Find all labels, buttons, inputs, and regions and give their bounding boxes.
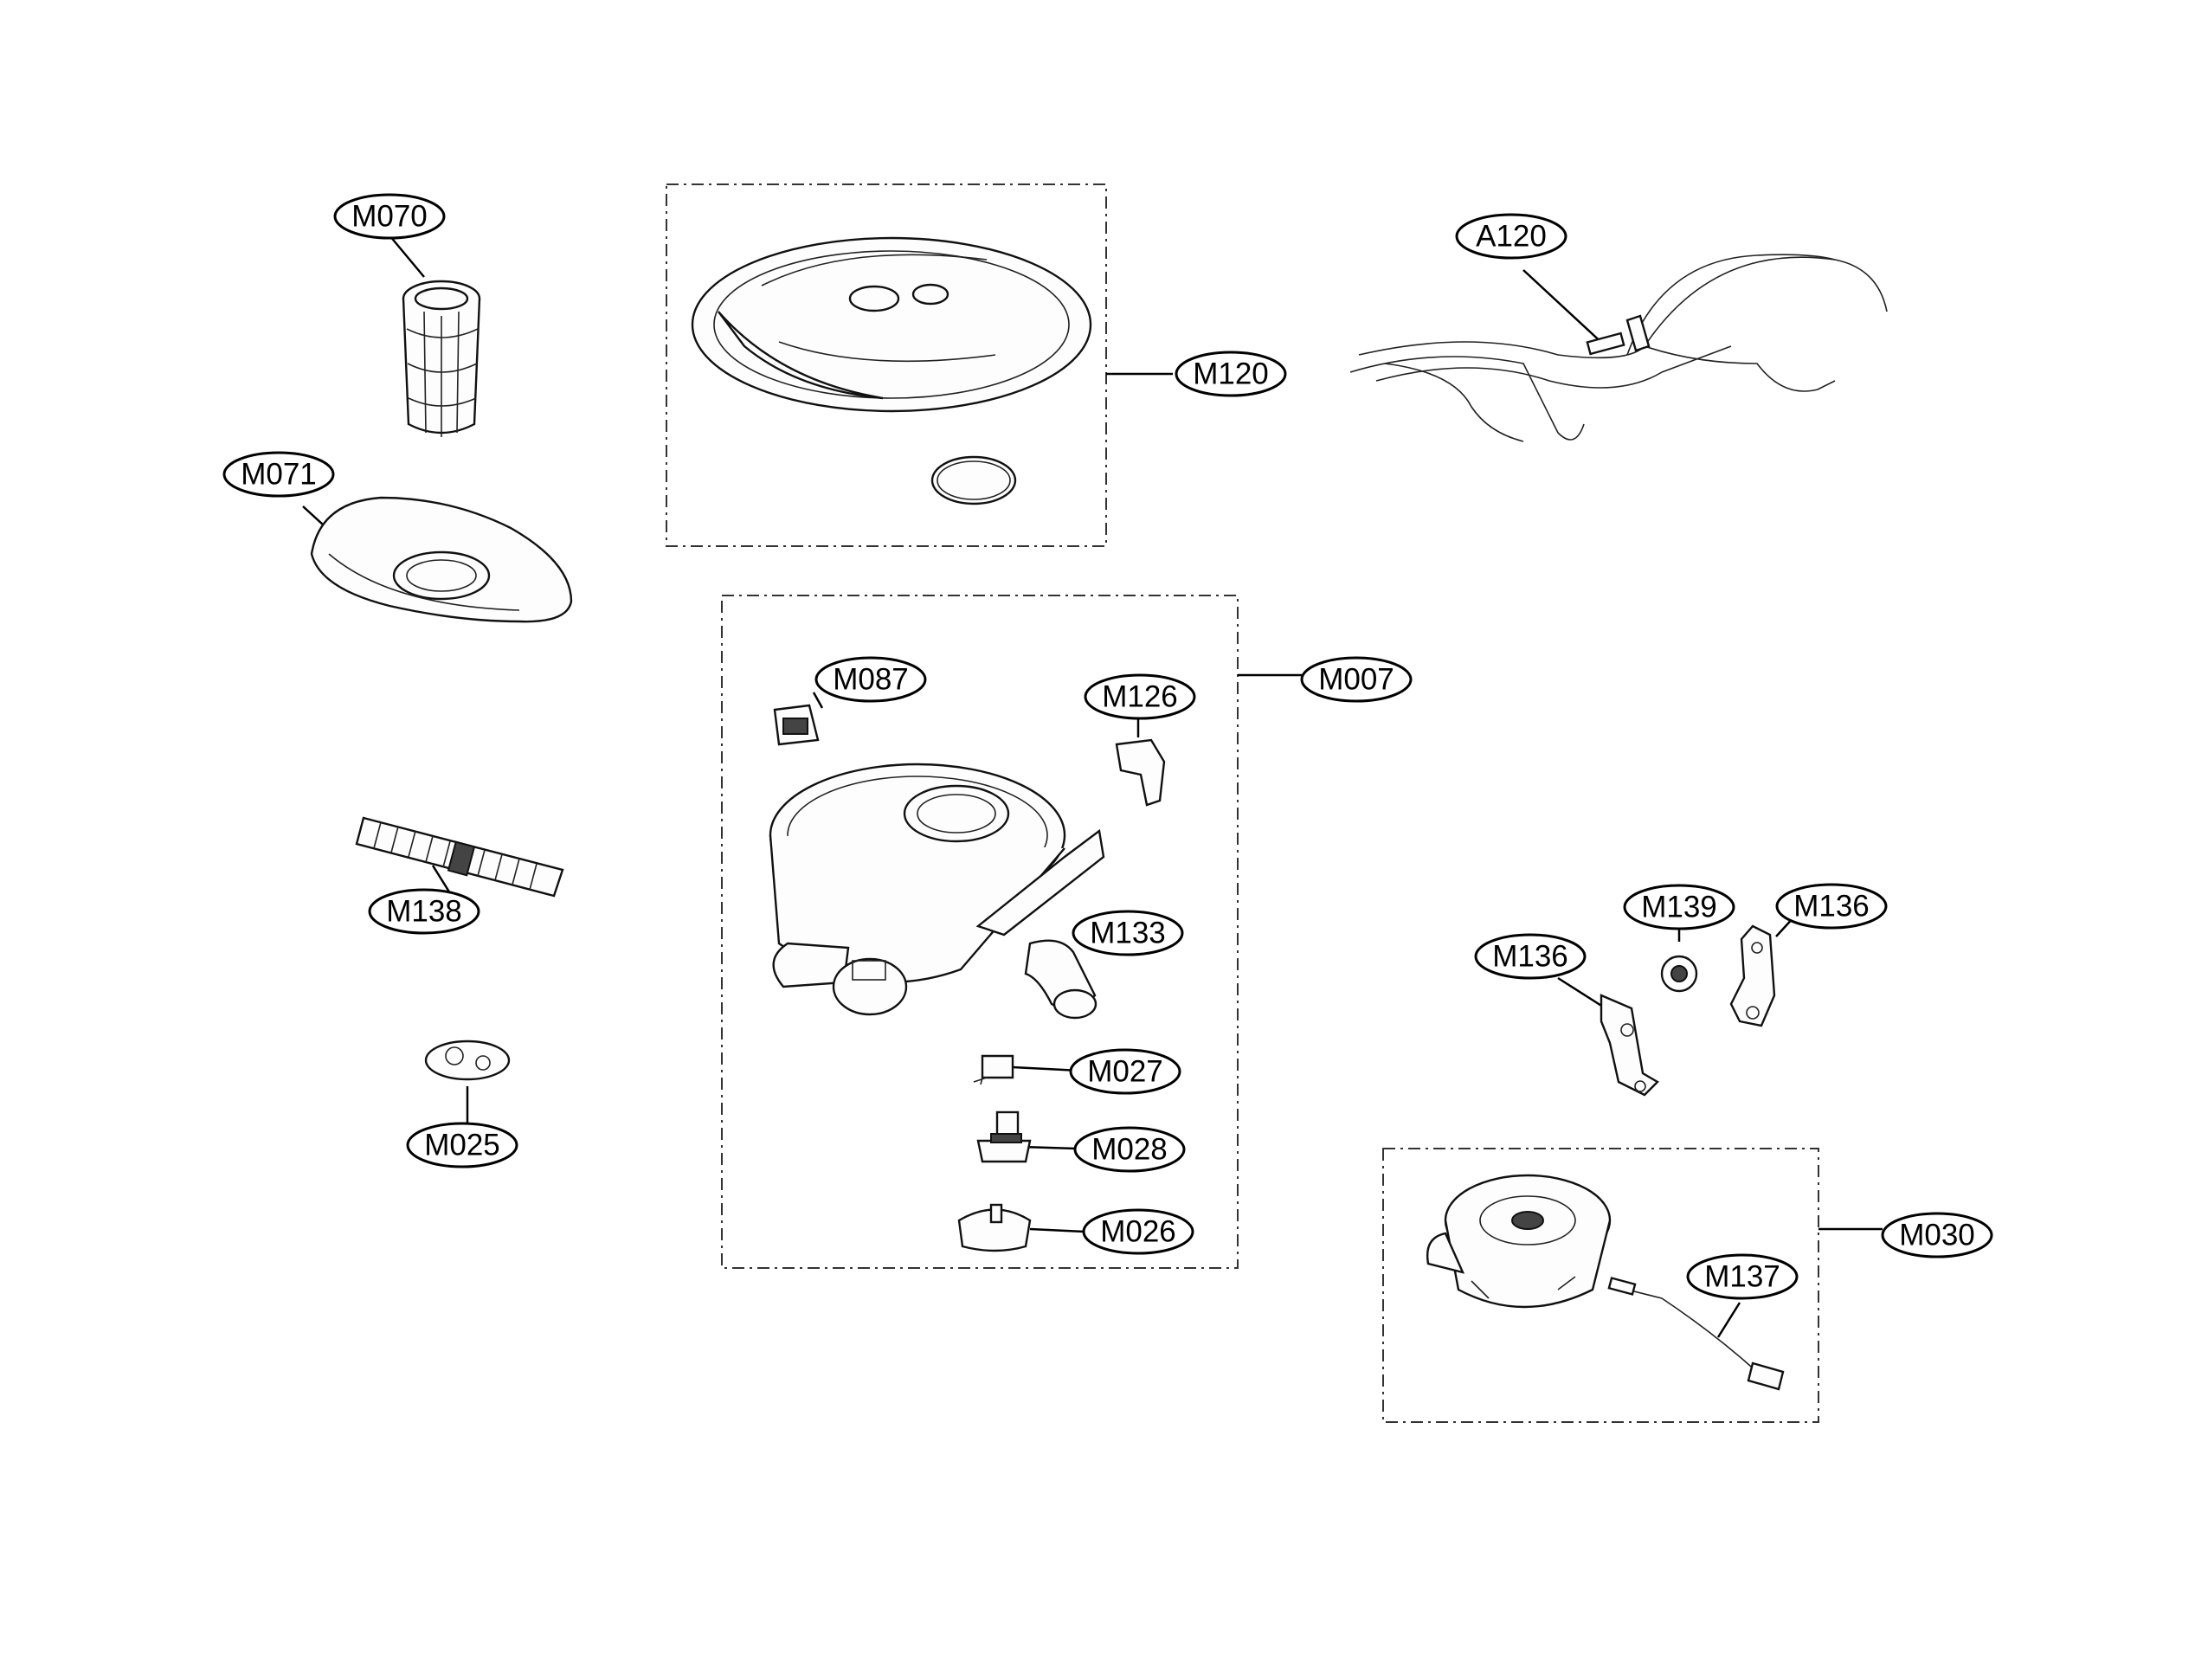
label-m136-left-text: M136 — [1492, 940, 1568, 974]
label-m139-text: M139 — [1641, 891, 1717, 924]
label-m133: M133 — [1072, 910, 1184, 956]
part-m007-sump — [769, 673, 1303, 1016]
label-m026-text: M026 — [1100, 1215, 1176, 1249]
label-m007-text: M007 — [1318, 663, 1394, 697]
part-m133-elbow — [1024, 937, 1104, 1020]
label-m139: M139 — [1623, 884, 1735, 930]
part-m027-connector — [973, 1054, 1081, 1085]
part-m028-valve — [976, 1110, 1077, 1163]
label-m070: M070 — [333, 193, 446, 240]
part-m070-drain-filter — [389, 235, 481, 437]
part-m136-bracket-right — [1729, 914, 1797, 1027]
label-m136-right: M136 — [1775, 883, 1888, 930]
part-m120-filter-plate — [691, 236, 1173, 505]
label-m007: M007 — [1300, 656, 1413, 703]
label-m138-text: M138 — [386, 895, 462, 929]
label-m133-text: M133 — [1090, 917, 1166, 950]
label-m030: M030 — [1881, 1212, 1993, 1258]
part-m136-bracket-left — [1557, 976, 1659, 1097]
label-m120: M120 — [1175, 351, 1287, 397]
label-m087: M087 — [814, 656, 927, 703]
label-m028: M028 — [1073, 1126, 1186, 1173]
label-m136-left: M136 — [1474, 933, 1587, 980]
label-m126-text: M126 — [1102, 680, 1178, 714]
label-m030-text: M030 — [1899, 1219, 1975, 1252]
part-m030-pump-motor — [1426, 1174, 1883, 1309]
part-m087-sensor — [773, 692, 824, 746]
part-m126-clip — [1115, 714, 1166, 807]
label-m026: M026 — [1082, 1208, 1194, 1255]
label-m027: M027 — [1069, 1048, 1181, 1095]
label-m071: M071 — [222, 451, 335, 498]
label-m070-text: M070 — [351, 200, 428, 234]
group-box-m030 — [1382, 1148, 1819, 1423]
part-m139-damper — [1660, 926, 1698, 993]
part-m025-cover — [424, 1040, 511, 1125]
part-m026-disk — [957, 1203, 1085, 1252]
label-a120: A120 — [1455, 213, 1567, 260]
label-m028-text: M028 — [1091, 1133, 1168, 1167]
label-m138: M138 — [368, 888, 480, 935]
group-box-m120 — [666, 183, 1107, 547]
label-m071-text: M071 — [241, 458, 317, 492]
label-m137: M137 — [1686, 1253, 1799, 1300]
label-a120-text: A120 — [1476, 220, 1547, 254]
part-m137-thermistor — [1607, 1277, 1785, 1391]
label-m087-text: M087 — [833, 663, 909, 697]
part-m138-hose — [355, 816, 564, 901]
group-box-m007 — [721, 595, 1239, 1269]
part-a120-wire-harness — [1349, 254, 1888, 442]
label-m126: M126 — [1084, 673, 1196, 720]
label-m025: M025 — [406, 1122, 518, 1168]
label-m027-text: M027 — [1087, 1055, 1163, 1089]
label-m137-text: M137 — [1704, 1260, 1780, 1294]
label-m120-text: M120 — [1193, 357, 1269, 391]
label-m136-right-text: M136 — [1793, 890, 1870, 924]
part-m071-filter — [302, 496, 573, 623]
label-m025-text: M025 — [424, 1129, 500, 1162]
